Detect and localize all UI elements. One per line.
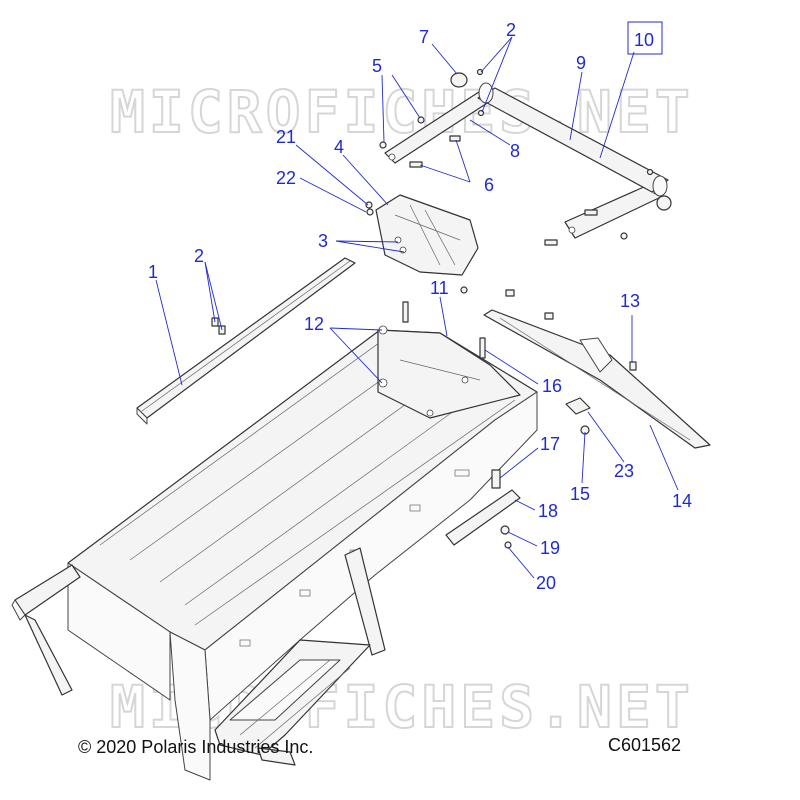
part-cover [375, 194, 479, 276]
callout-13: 13 [620, 291, 640, 311]
diagram-code: C601562 [608, 735, 682, 755]
callout-14: 14 [672, 491, 692, 511]
watermark-top: MICROFICHES.NET [110, 78, 694, 146]
callout-21: 21 [276, 127, 296, 147]
part-tube [477, 82, 669, 197]
copyright-text: © 2020 Polaris Industries Inc. [78, 737, 314, 757]
callout-1: 1 [148, 262, 158, 282]
callout-11: 11 [430, 278, 449, 298]
callout-3: 3 [318, 231, 328, 251]
callout-18: 18 [538, 501, 558, 521]
fasteners [211, 68, 654, 549]
callout-17: 17 [540, 434, 560, 454]
part-skid-blade [483, 309, 711, 449]
part-pin [491, 469, 501, 489]
callout-23: 23 [614, 461, 634, 481]
callout-19: 19 [540, 538, 560, 558]
callout-10: 10 [634, 30, 654, 50]
part-tunnel-frame [67, 325, 538, 781]
part-small-plate [565, 397, 591, 415]
callout-labels: 1 2 2 3 4 5 6 7 8 9 10 11 12 13 14 15 16… [148, 20, 692, 593]
part-bar [445, 489, 521, 546]
callout-22: 22 [276, 168, 296, 188]
part-rail [136, 257, 356, 425]
callout-12: 12 [304, 314, 324, 334]
callout-2: 2 [506, 20, 516, 40]
callout-9: 9 [576, 53, 586, 73]
part-left-runner [11, 564, 81, 696]
callout-7: 7 [419, 27, 429, 47]
callout-8: 8 [510, 141, 520, 161]
callout-10-box [627, 21, 663, 55]
callout-20: 20 [536, 573, 556, 593]
callout-15: 15 [570, 484, 590, 504]
callout-4: 4 [334, 137, 344, 157]
part-bushing [450, 72, 672, 211]
callout-5: 5 [372, 56, 382, 76]
callout-16: 16 [542, 376, 562, 396]
callout-2: 2 [194, 246, 204, 266]
part-step-frame [214, 547, 386, 766]
leader-lines [155, 36, 679, 579]
callout-6: 6 [484, 175, 494, 195]
